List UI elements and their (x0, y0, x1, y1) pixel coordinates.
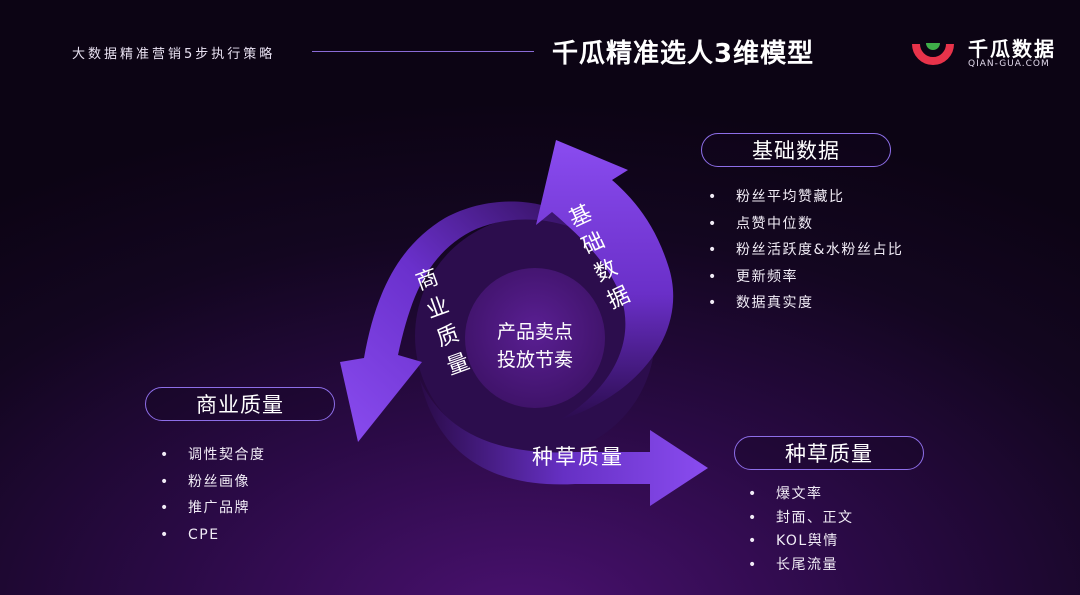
basic-arrow (536, 140, 674, 420)
seeding-arrow-label: 种草质量 (532, 445, 624, 469)
logo-domain: QIAN-GUA.COM (968, 59, 1050, 69)
brand-logo: 千瓜数据 QIAN-GUA.COM (910, 32, 1060, 72)
list-item: 长尾流量 (748, 554, 854, 578)
business-quality-pill: 商业质量 (145, 387, 335, 421)
center-label: 产品卖点 投放节奏 (470, 318, 600, 374)
seeding-arrow (420, 380, 708, 506)
list-item: 封面、正文 (748, 507, 854, 531)
header-divider (312, 51, 534, 52)
list-item: CPE (160, 522, 266, 549)
list-item: 数据真实度 (708, 290, 903, 317)
seeding-quality-list: 爆文率 封面、正文 KOL舆情 长尾流量 (748, 483, 854, 577)
list-item: 调性契合度 (160, 442, 266, 469)
page-title: 千瓜精准选人3维模型 (552, 39, 815, 69)
list-item: 推广品牌 (160, 495, 266, 522)
basic-data-list: 粉丝平均赞藏比 点赞中位数 粉丝活跃度&水粉丝占比 更新频率 数据真实度 (708, 184, 903, 317)
center-label-line: 产品卖点 (496, 321, 573, 343)
list-item: 粉丝平均赞藏比 (708, 184, 903, 211)
center-label-line: 投放节奏 (496, 349, 573, 371)
list-item: 粉丝画像 (160, 469, 266, 496)
business-arrow (340, 201, 600, 442)
list-item: 点赞中位数 (708, 211, 903, 238)
seeding-quality-pill: 种草质量 (734, 436, 924, 470)
list-item: 更新频率 (708, 264, 903, 291)
list-item: 爆文率 (748, 483, 854, 507)
center-disc (465, 268, 605, 408)
logo-mark-icon (912, 43, 954, 65)
basic-data-pill: 基础数据 (701, 133, 891, 167)
business-quality-list: 调性契合度 粉丝画像 推广品牌 CPE (160, 442, 266, 548)
list-item: KOL舆情 (748, 530, 854, 554)
list-item: 粉丝活跃度&水粉丝占比 (708, 237, 903, 264)
logo-name: 千瓜数据 (968, 37, 1056, 61)
header-subtitle: 大数据精准营销5步执行策略 (72, 47, 276, 62)
